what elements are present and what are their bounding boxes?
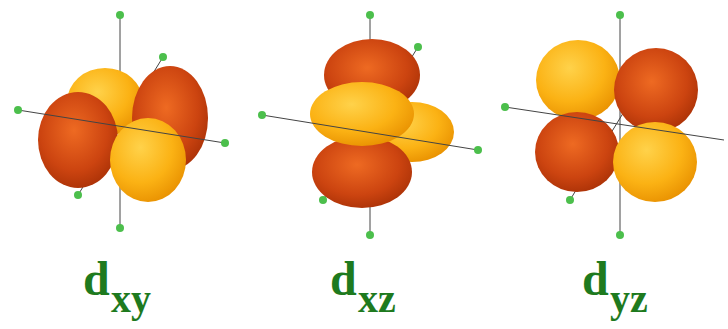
dxy-orbital xyxy=(14,11,229,232)
dyz-orbital xyxy=(501,11,724,239)
dxz-orbital xyxy=(258,11,482,239)
orbital-symbol: d xyxy=(83,255,110,303)
orbital-symbol: d xyxy=(330,255,357,303)
orbital-subscript: xz xyxy=(358,279,396,319)
orbital-subscript: yz xyxy=(610,279,648,319)
orbital-subscript: xy xyxy=(111,279,151,319)
orbital-symbol: d xyxy=(582,255,609,303)
